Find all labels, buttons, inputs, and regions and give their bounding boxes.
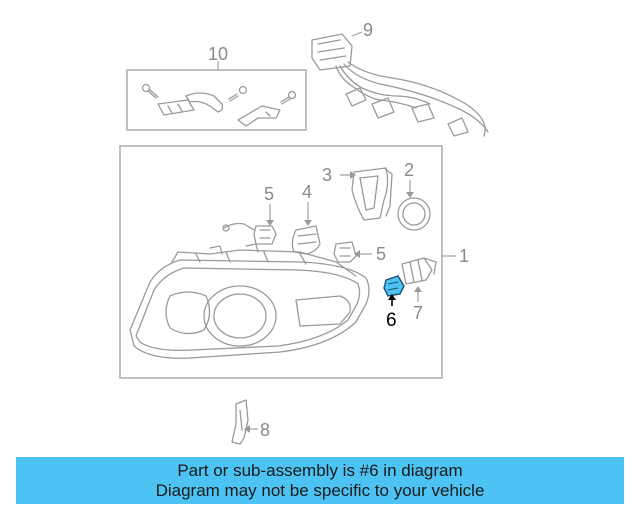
part-3-bracket[interactable]: 3 <box>322 165 393 221</box>
part-8-bracket[interactable]: 8 <box>231 399 270 445</box>
callout-8: 8 <box>260 420 270 440</box>
callout-10: 10 <box>208 44 228 64</box>
banner-line-2: Diagram may not be specific to your vehi… <box>155 481 485 500</box>
part-9-wiring-harness[interactable]: 9 <box>311 20 489 137</box>
callout-5-right: 5 <box>376 244 386 264</box>
callout-3: 3 <box>322 165 332 185</box>
part-10-box <box>126 69 307 131</box>
callout-9: 9 <box>363 20 373 40</box>
part-5-bulb-left[interactable]: 5 <box>222 184 277 245</box>
part-10-hardware-kit[interactable]: 10 <box>126 44 307 131</box>
part-1-headlamp-assembly[interactable]: 1 <box>119 145 469 379</box>
part-4-bulb[interactable]: 4 <box>291 182 321 255</box>
callout-1: 1 <box>459 246 469 266</box>
part-2-cap[interactable]: 2 <box>397 160 431 231</box>
callout-6: 6 <box>386 310 397 331</box>
callout-4: 4 <box>302 182 312 202</box>
info-banner: Part or sub-assembly is #6 in diagram Di… <box>16 457 624 504</box>
part-5-bulb-right[interactable]: 5 <box>333 241 386 264</box>
callout-7: 7 <box>413 303 423 323</box>
banner-line-1: Part or sub-assembly is #6 in diagram <box>177 461 463 480</box>
part-7-bulb[interactable]: 7 <box>401 257 437 323</box>
part-6-socket-highlighted[interactable]: 6 <box>383 275 405 331</box>
callout-2: 2 <box>404 160 414 180</box>
assembly-box <box>119 145 443 379</box>
callout-5-left: 5 <box>264 184 274 204</box>
